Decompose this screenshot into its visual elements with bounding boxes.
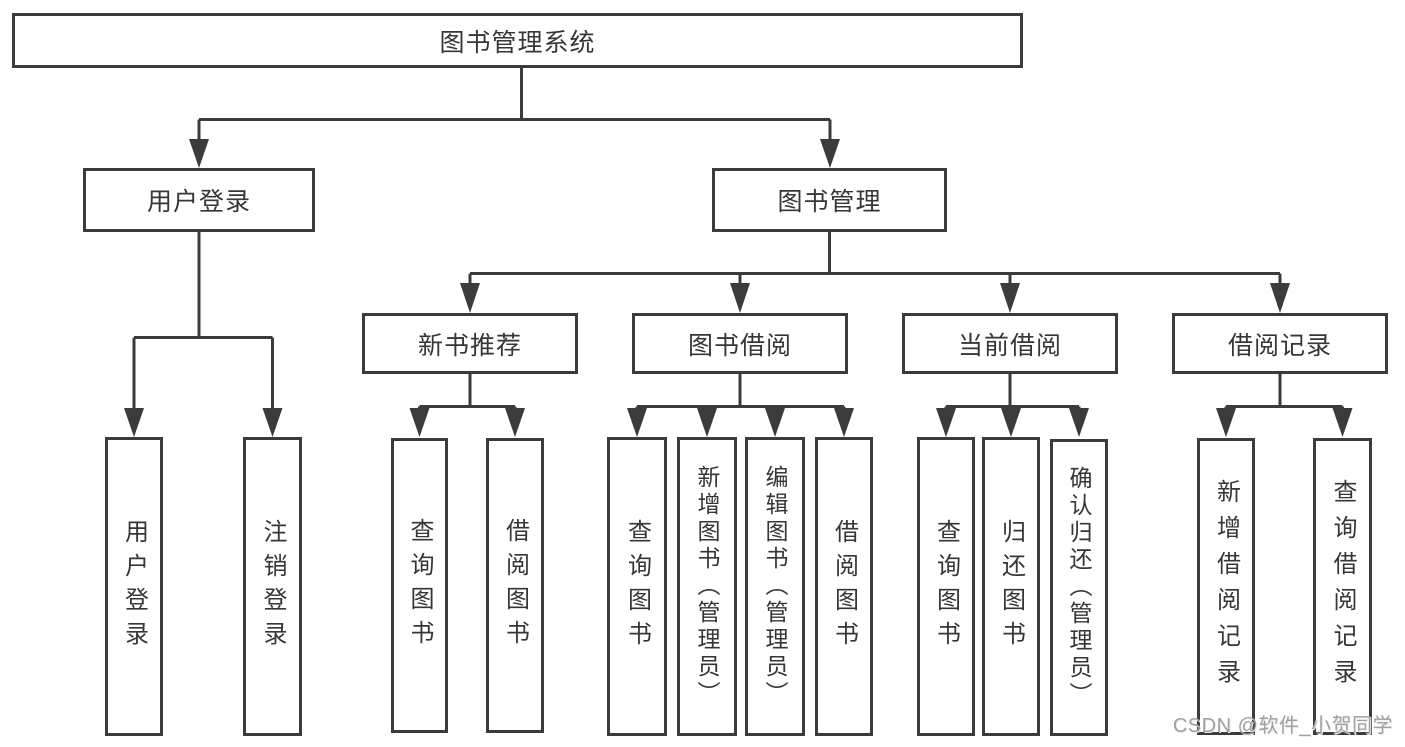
node-label: 确认归还（管理员） <box>1066 466 1092 709</box>
node-leaf-user-login: 用户登录 <box>105 437 163 736</box>
node-label: 查询图书 <box>406 517 433 654</box>
node-label: 新增图书（管理员） <box>694 465 720 708</box>
node-current-borrowing: 当前借阅 <box>902 313 1118 374</box>
connector-borrowrecords-to-leaves <box>1224 374 1344 411</box>
node-add-books-admin: 新增图书（管理员） <box>677 437 737 736</box>
node-label: 图书借阅 <box>687 331 792 360</box>
arrowhead-icon <box>1216 408 1236 437</box>
arrowhead-icon <box>1069 408 1089 437</box>
node-user-login: 用户登录 <box>83 168 315 232</box>
arrowhead-icon <box>124 408 144 437</box>
arrowhead-icon <box>765 408 785 437</box>
arrowhead-icon <box>834 408 854 437</box>
arrowhead-icon <box>820 139 840 168</box>
node-label: 查询图书 <box>932 518 960 655</box>
node-label: 查询图书 <box>623 518 651 655</box>
connector-userlogin-to-leaves <box>132 232 274 410</box>
node-return-books: 归还图书 <box>982 437 1040 736</box>
connector-bookborrow-to-leaves <box>635 374 846 411</box>
node-borrowing-records: 借阅记录 <box>1172 313 1388 374</box>
node-borrow-books: 借阅图书 <box>486 438 544 733</box>
node-confirm-return-admin: 确认归还（管理员） <box>1050 439 1108 736</box>
arrowhead-icon <box>1001 408 1021 437</box>
node-book-management-system: 图书管理系统 <box>12 13 1023 68</box>
node-query-books: 查询图书 <box>917 437 975 736</box>
node-label: 新增借阅记录 <box>1212 478 1240 695</box>
connector-root-to-level2 <box>197 68 832 141</box>
node-edit-books-admin: 编辑图书（管理员） <box>745 437 805 736</box>
node-new-book-recommendation: 新书推荐 <box>362 313 578 374</box>
csdn-watermark: CSDN @软件_小贺同学 <box>1172 715 1393 737</box>
node-add-borrowing-record: 新增借阅记录 <box>1197 438 1255 735</box>
node-label: 注销登录 <box>259 518 286 655</box>
arrowhead-icon <box>409 408 430 437</box>
connector-newbookrec-to-leaves <box>418 374 517 411</box>
arrowhead-icon <box>262 408 283 437</box>
arrowhead-icon <box>627 408 647 437</box>
arrowhead-icon <box>697 408 717 437</box>
node-query-borrowing-record: 查询借阅记录 <box>1313 438 1372 735</box>
arrowhead-icon <box>1332 408 1353 437</box>
arrowhead-icon <box>189 139 209 168</box>
node-label: 借阅记录 <box>1227 331 1332 360</box>
node-label: 图书管理 <box>777 188 882 216</box>
node-label: 借阅图书 <box>501 517 529 654</box>
node-label: 新书推荐 <box>417 331 522 360</box>
connector-currentborrow-to-leaves <box>944 374 1081 411</box>
node-query-books: 查询图书 <box>607 437 667 736</box>
arrowhead-icon <box>936 408 956 437</box>
node-query-books: 查询图书 <box>391 438 448 733</box>
node-leaf-logout: 注销登录 <box>243 437 302 736</box>
connector-bookmgmt-to-level3 <box>468 232 1282 286</box>
node-label: 用户登录 <box>120 518 148 655</box>
arrowhead-icon <box>730 283 750 313</box>
arrowhead-icon <box>1270 283 1290 313</box>
node-label: 归还图书 <box>997 518 1025 655</box>
arrowhead-icon <box>505 408 525 437</box>
node-label: 编辑图书（管理员） <box>762 465 788 708</box>
node-borrow-books: 借阅图书 <box>815 437 873 736</box>
node-label: 查询借阅记录 <box>1329 478 1356 695</box>
arrowhead-icon <box>1000 283 1020 313</box>
node-label: 借阅图书 <box>830 518 858 655</box>
arrowhead-icon <box>460 283 480 313</box>
node-label: 当前借阅 <box>957 331 1062 360</box>
node-label: 用户登录 <box>146 188 251 216</box>
node-book-management: 图书管理 <box>712 168 947 232</box>
node-label: 图书管理系统 <box>439 28 596 57</box>
node-book-borrowing: 图书借阅 <box>632 313 848 374</box>
